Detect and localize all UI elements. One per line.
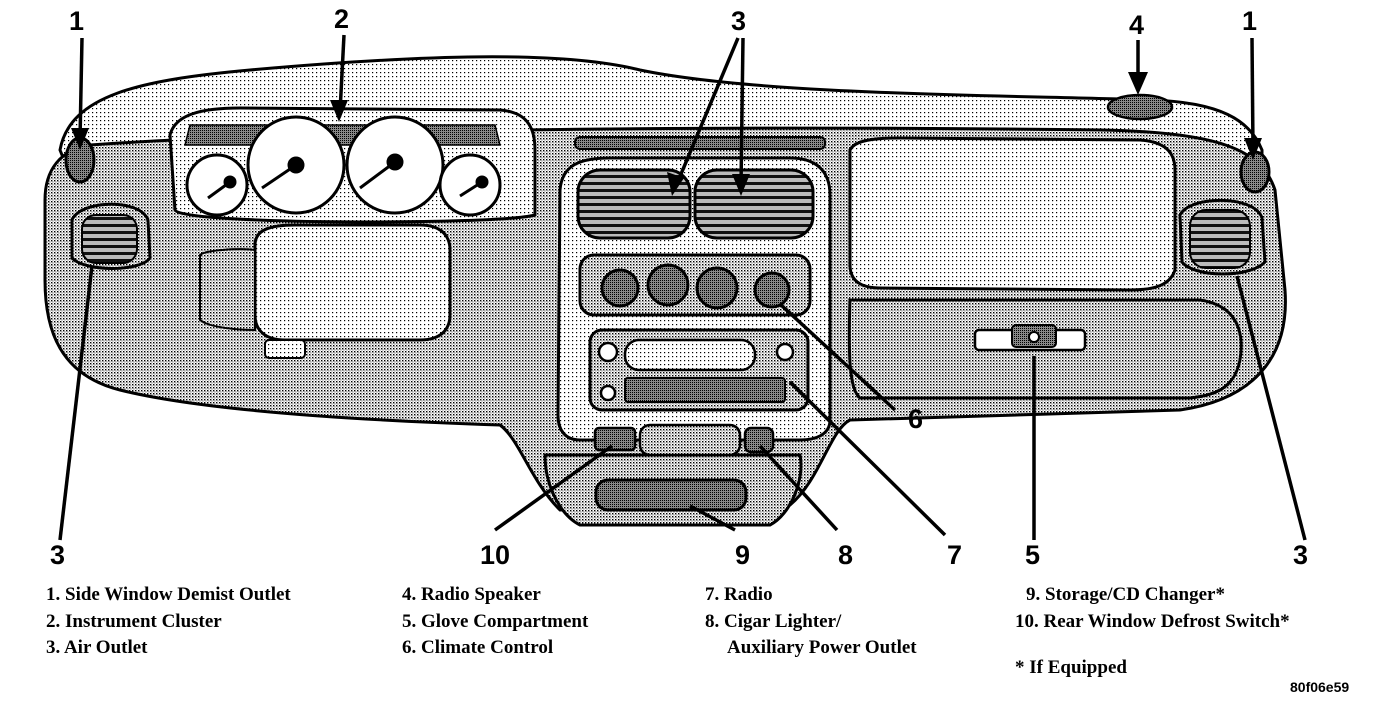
callout-6: 6 xyxy=(908,404,924,434)
callout-3-right: 3 xyxy=(1293,540,1309,570)
footnote: * If Equipped xyxy=(1015,657,1127,678)
passenger-panel xyxy=(848,136,1177,292)
legend-item: 9. Storage/CD Changer* xyxy=(1026,584,1225,605)
right-air-outlet xyxy=(1178,198,1267,276)
storage-bin xyxy=(594,478,748,512)
legend-column-4: 9. Storage/CD Changer* 10. Rear Window D… xyxy=(1015,582,1290,635)
legend-item: 3. Air Outlet xyxy=(46,637,148,658)
figure-id: 80f06e59 xyxy=(1290,679,1350,695)
callout-5: 5 xyxy=(1025,540,1041,570)
center-air-outlets xyxy=(576,168,815,240)
radio-speaker xyxy=(1106,93,1174,121)
steering-column xyxy=(253,223,452,342)
callout-9: 9 xyxy=(735,540,751,570)
arrowheads xyxy=(71,72,1262,196)
legend-item: 6. Climate Control xyxy=(402,637,554,658)
callout-7: 7 xyxy=(947,540,963,570)
callout-3-top: 3 xyxy=(731,6,747,36)
callout-10: 10 xyxy=(480,540,511,570)
glove-latch xyxy=(973,324,1087,352)
right-demist-outlet xyxy=(1239,150,1271,194)
legend-item: 10. Rear Window Defrost Switch* xyxy=(1015,610,1290,632)
lower-switch-row xyxy=(593,423,775,457)
climate-control-panel xyxy=(578,253,812,317)
legend-item: 1. Side Window Demist Outlet xyxy=(46,584,291,605)
callout-3-left: 3 xyxy=(50,540,66,570)
legend-column-2: 4. Radio Speaker 5. Glove Compartment 6.… xyxy=(402,582,588,662)
legend-item: 7. Radio xyxy=(705,584,773,605)
legend-item: 2. Instrument Cluster xyxy=(46,610,222,632)
callout-1-right: 1 xyxy=(1242,6,1258,36)
left-air-outlet xyxy=(70,202,152,270)
leader-lines xyxy=(58,34,1307,541)
radio-unit xyxy=(588,328,810,412)
legend-item: Auxiliary Power Outlet xyxy=(727,637,917,658)
callout-1-left: 1 xyxy=(69,6,85,36)
callout-8: 8 xyxy=(838,540,854,570)
callout-2: 2 xyxy=(334,4,350,34)
legend-column-3: 7. Radio 8. Cigar Lighter/ Auxiliary Pow… xyxy=(705,582,917,662)
legend-column-1: 1. Side Window Demist Outlet 2. Instrume… xyxy=(46,582,291,662)
legend-item: 4. Radio Speaker xyxy=(402,584,541,605)
legend-item: 8. Cigar Lighter/ xyxy=(705,610,842,632)
callout-4: 4 xyxy=(1129,10,1145,40)
legend-item: 5. Glove Compartment xyxy=(402,610,589,632)
